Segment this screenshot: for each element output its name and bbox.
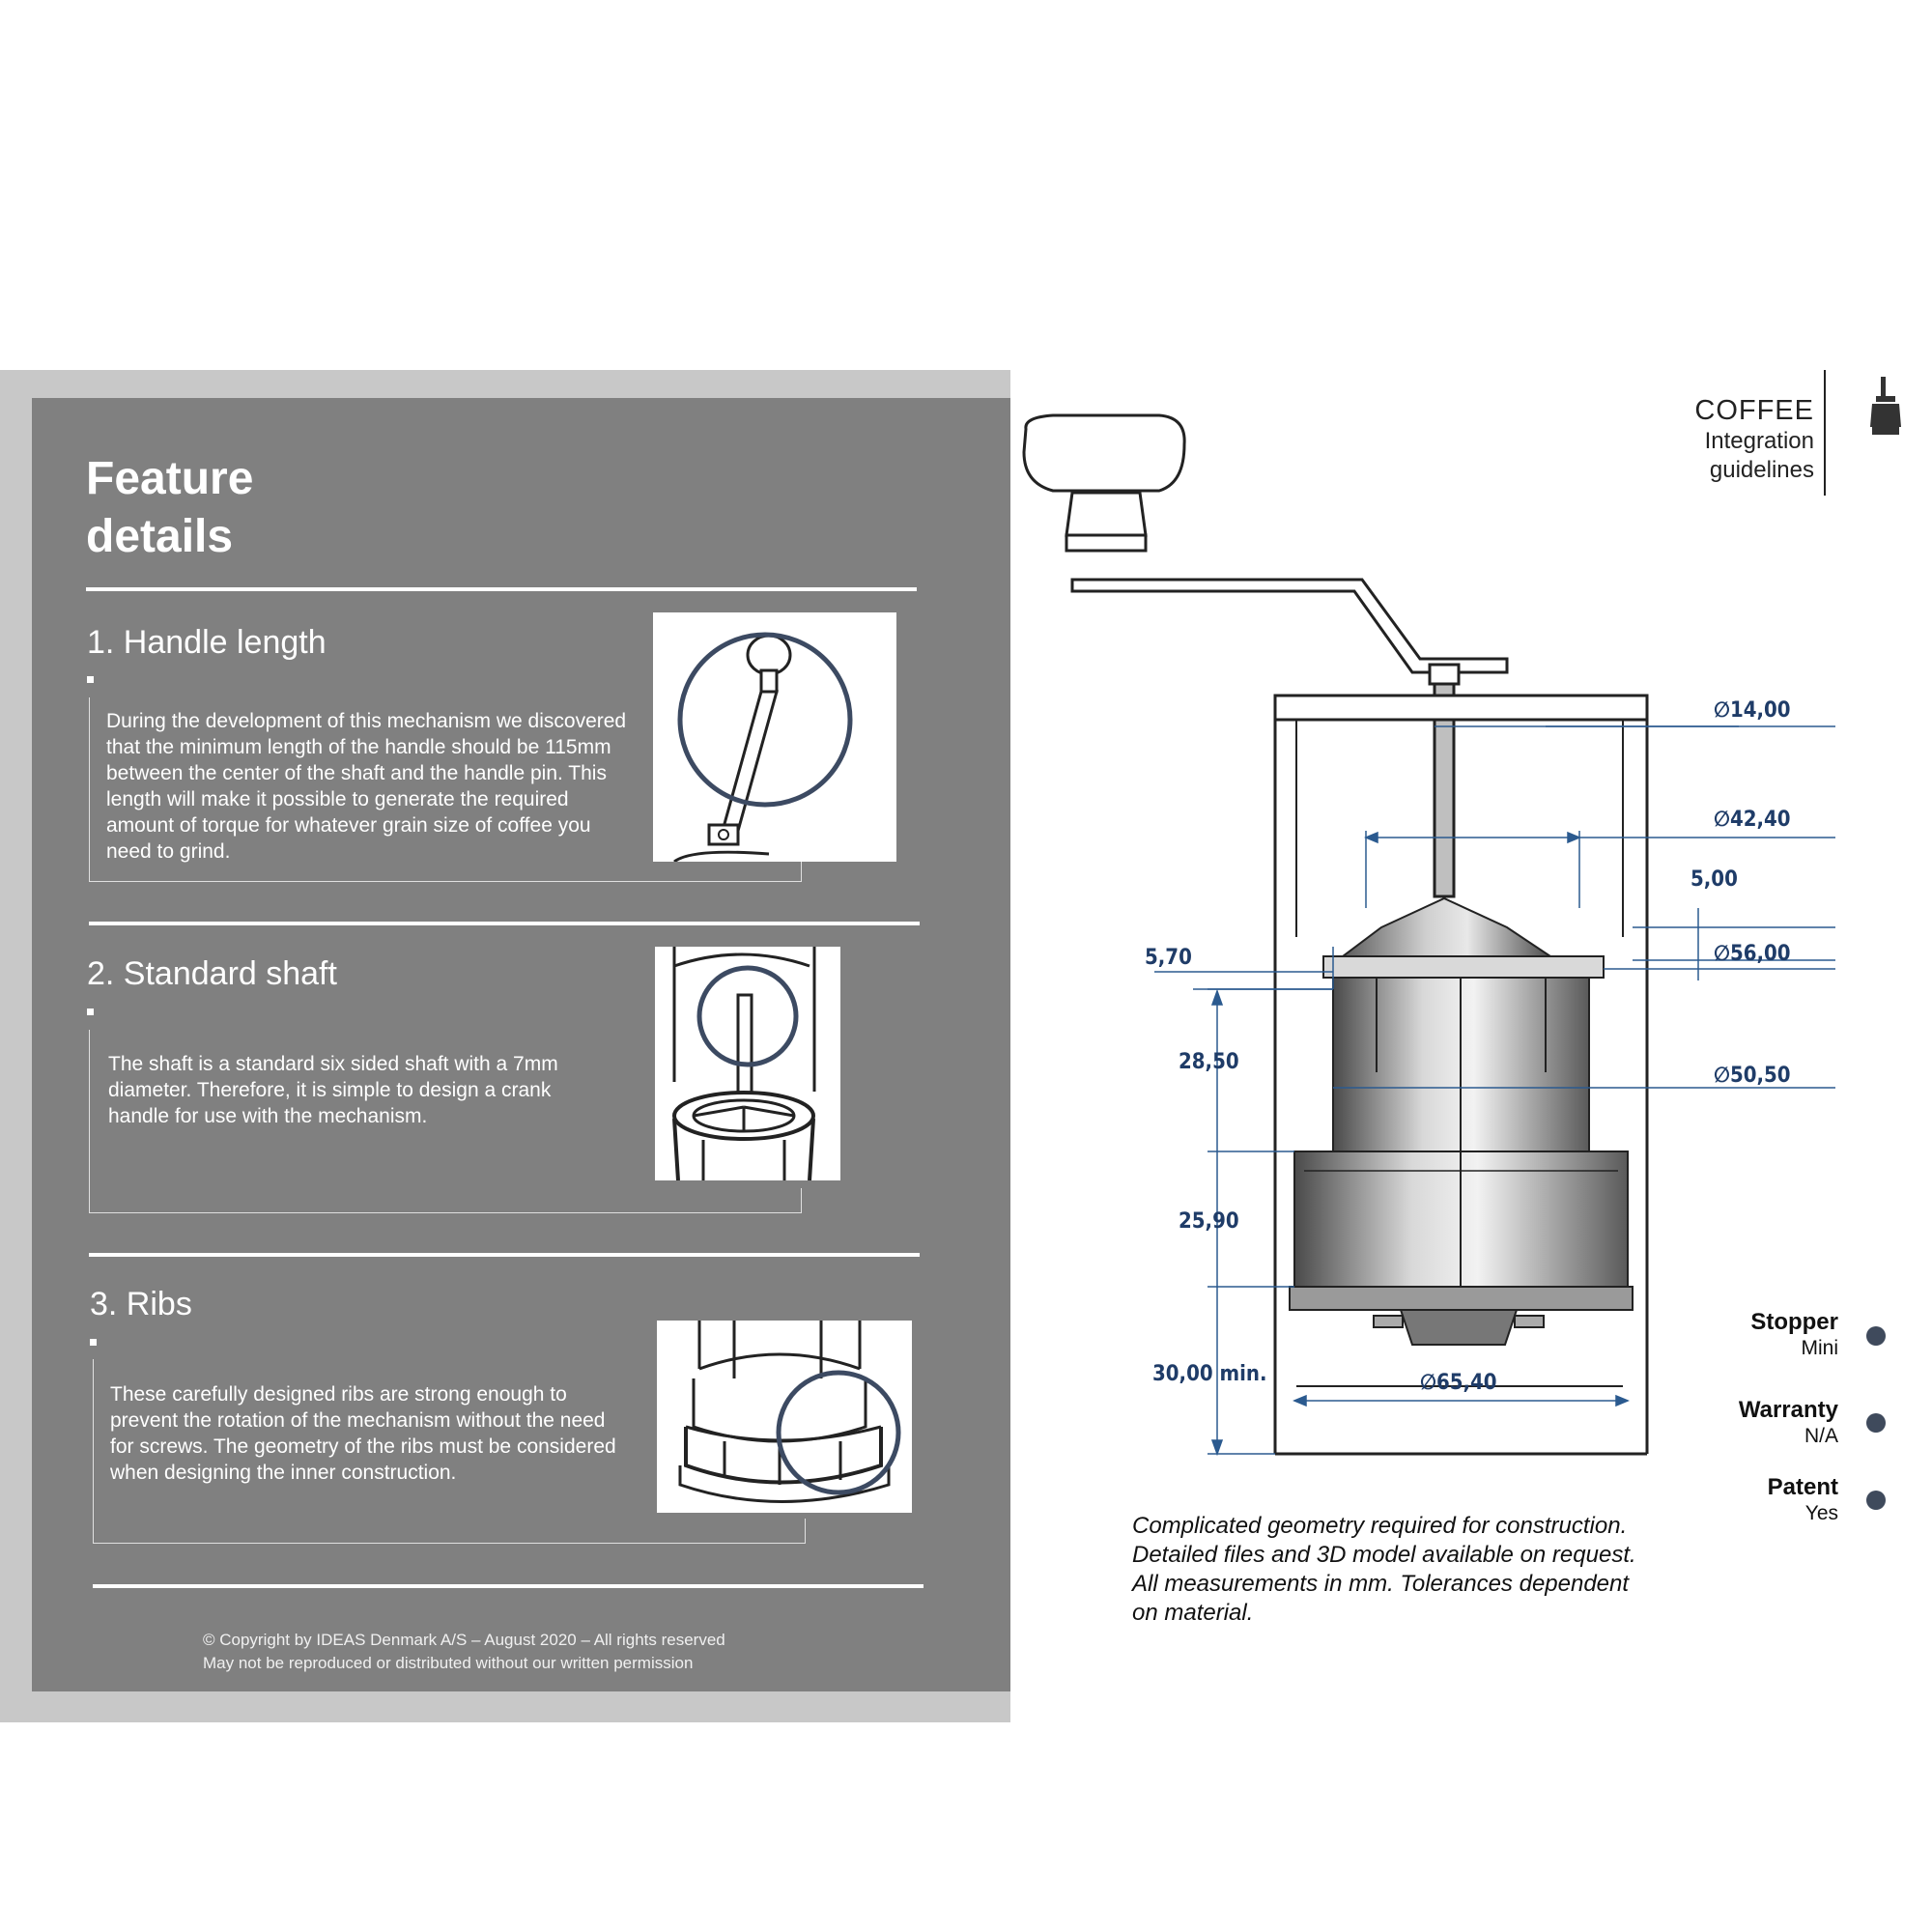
caption-line3: All measurements in mm. Tolerances depen… (1132, 1571, 1630, 1597)
header-subtitle-line2: guidelines (1709, 457, 1814, 483)
divider (93, 1584, 923, 1588)
spec-value: Mini (1801, 1337, 1838, 1359)
dimension-label: ∅14,00 (1714, 698, 1791, 723)
section-body-handle-length: During the development of this mechanism… (106, 710, 627, 863)
spec-indicator-dot (1866, 1413, 1886, 1433)
header-divider (1824, 370, 1826, 496)
copyright-line2: May not be reproduced or distributed wit… (203, 1654, 694, 1672)
dimension-label: ∅42,40 (1714, 808, 1791, 832)
divider (89, 1253, 920, 1257)
bullet-marker (87, 1009, 94, 1015)
section-box (93, 1359, 806, 1544)
panel-title-line2: details (86, 511, 234, 562)
standard-shaft-image (655, 947, 840, 1180)
spec-stopper: Stopper Mini (1750, 1309, 1838, 1361)
section-box (89, 1030, 802, 1213)
bullet-marker (90, 1339, 97, 1346)
spec-value: Yes (1804, 1502, 1838, 1524)
divider (89, 922, 920, 925)
coffee-grinder-icon (1866, 375, 1905, 443)
caption-line4: on material. (1132, 1600, 1254, 1626)
dimension-label: ∅50,50 (1714, 1064, 1791, 1088)
grinder-technical-drawing: ∅14,00 ∅42,40 5,00 ∅56,00 5,70 28,50 ∅50… (1014, 406, 1845, 1483)
panel-title-line1: Feature (86, 453, 254, 504)
dimension-label: ∅65,40 (1420, 1371, 1497, 1395)
divider (86, 587, 917, 591)
section-heading-handle-length: 1. Handle length (87, 624, 327, 661)
drawing-caption: Complicated geometry required for constr… (1132, 1512, 1673, 1628)
ribs-image (657, 1321, 912, 1513)
section-box (89, 697, 802, 882)
header-subtitle-line1: Integration (1704, 428, 1814, 454)
section-heading-standard-shaft: 2. Standard shaft (87, 955, 337, 992)
section-body-ribs: These carefully designed ribs are strong… (110, 1383, 616, 1484)
spec-label: Warranty (1738, 1397, 1838, 1423)
copyright-notice: © Copyright by IDEAS Denmark A/S – Augus… (203, 1629, 725, 1675)
spec-label: Stopper (1750, 1309, 1838, 1335)
caption-line1: Complicated geometry required for constr… (1132, 1513, 1628, 1539)
spec-value: N/A (1804, 1425, 1838, 1447)
spec-warranty: Warranty N/A (1739, 1397, 1838, 1449)
dimension-label: 28,50 (1179, 1050, 1239, 1074)
dimension-label: 25,90 (1179, 1209, 1239, 1234)
dimension-label: ∅56,00 (1714, 942, 1791, 966)
dimension-label: 5,70 (1145, 946, 1192, 970)
bullet-marker (87, 676, 94, 683)
dimension-label: 5,00 (1690, 867, 1738, 892)
handle-length-image (653, 612, 896, 862)
section-body-standard-shaft: The shaft is a standard six sided shaft … (108, 1053, 558, 1127)
panel-title: Feature details (86, 450, 253, 566)
spec-indicator-dot (1866, 1491, 1886, 1510)
spec-label: Patent (1767, 1474, 1838, 1500)
document-header: COFFEE Integration guidelines (1694, 394, 1814, 485)
header-category: COFFEE (1694, 395, 1814, 426)
caption-line2: Detailed files and 3D model available on… (1132, 1542, 1636, 1568)
copyright-line1: © Copyright by IDEAS Denmark A/S – Augus… (203, 1631, 725, 1649)
spec-patent: Patent Yes (1768, 1474, 1838, 1526)
spec-indicator-dot (1866, 1326, 1886, 1346)
dimension-label: 30,00 min. (1152, 1362, 1267, 1386)
section-heading-ribs: 3. Ribs (90, 1286, 192, 1322)
